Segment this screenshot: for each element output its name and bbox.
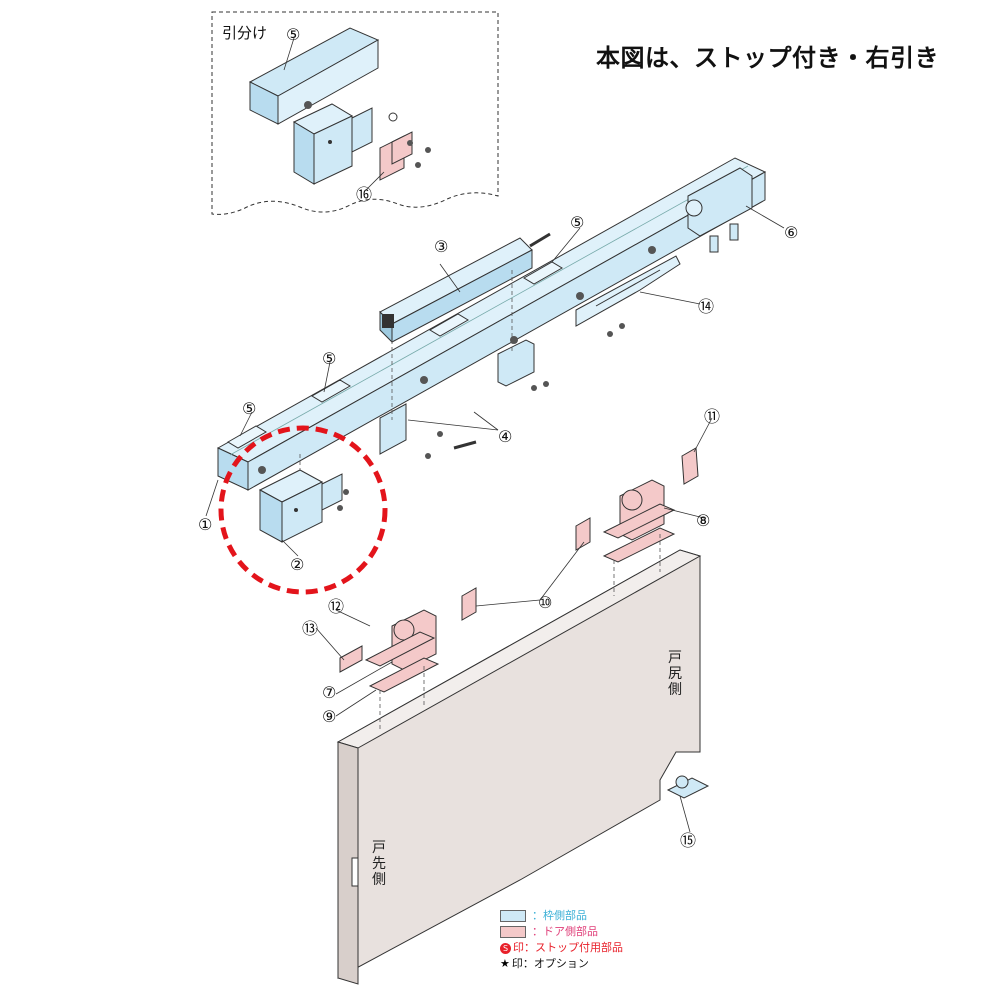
part-11: ⑪: [704, 407, 720, 426]
brackets-4: [379, 339, 535, 455]
rail-carriers-5: [227, 261, 563, 449]
part-16: ⑯: [356, 185, 372, 204]
main-rail: [216, 157, 767, 491]
door-tail-label: 戸尻側: [668, 650, 682, 698]
stop-mark-icon: S: [500, 942, 511, 954]
part-4: ④: [498, 427, 512, 446]
inset-bracket-16: [379, 131, 413, 181]
door-brackets: [339, 447, 710, 799]
part-13: ⑬: [302, 619, 318, 638]
inset-label: 引分け: [222, 24, 268, 42]
part-8: ⑧: [696, 511, 710, 530]
inset-frame: [211, 11, 499, 215]
door-hangers: [364, 479, 676, 693]
legend-option-parts: ★ 印：オプション: [500, 957, 589, 970]
screws: [258, 246, 656, 511]
inset-stopper-box: [292, 103, 398, 185]
part-1: ①: [198, 515, 212, 534]
part-7: ⑦: [322, 683, 336, 702]
part-12: ⑫: [328, 597, 344, 616]
damper-cylinder-3: [379, 232, 551, 344]
guide-arm-14: [575, 255, 681, 327]
rail-end-cap-6: [685, 167, 753, 253]
legend-frame-parts: ：枠側部品: [500, 908, 623, 924]
diagram-title: 本図は、ストップ付き・右引き: [596, 44, 939, 72]
part-5b: ⑤: [322, 349, 336, 368]
legend-swatch-door: [500, 926, 526, 938]
part-5-inset: ⑤: [286, 25, 300, 44]
part-3: ③: [434, 237, 448, 256]
part-5c: ⑤: [242, 399, 256, 418]
part-5a: ⑤: [570, 213, 584, 232]
legend-door-parts: ：ドア側部品: [500, 924, 623, 940]
legend: ：枠側部品 ：ドア側部品 S 印：ストップ付用部品 ★ 印：オプション: [500, 908, 623, 972]
part-2: ②: [290, 555, 304, 574]
inset-rail: [248, 27, 380, 125]
callout-ring: [218, 425, 388, 595]
part-14: ⑭: [698, 297, 714, 316]
stopper-box-2: [258, 469, 343, 543]
part-6: ⑥: [784, 223, 798, 242]
legend-stop-parts: S 印：ストップ付用部品: [500, 940, 623, 956]
part-10: ⑩: [538, 593, 552, 612]
inset-screws: [304, 101, 431, 168]
legend-swatch-frame: [500, 910, 526, 922]
star-icon: ★: [500, 957, 510, 970]
assembly-lines: [299, 270, 661, 730]
leader-lines: [205, 37, 785, 833]
door-lead-label: 戸先側: [372, 840, 386, 888]
door: [336, 549, 702, 985]
part-number-labels: ① ② ③ ④ ⑤ ⑤ ⑤ ⑤ ⑥ ⑦ ⑧ ⑨ ⑩ ⑪ ⑫ ⑬ ⑭ ⑮ ⑯: [198, 25, 798, 850]
part-15: ⑮: [680, 831, 696, 850]
part-9: ⑨: [322, 707, 336, 726]
